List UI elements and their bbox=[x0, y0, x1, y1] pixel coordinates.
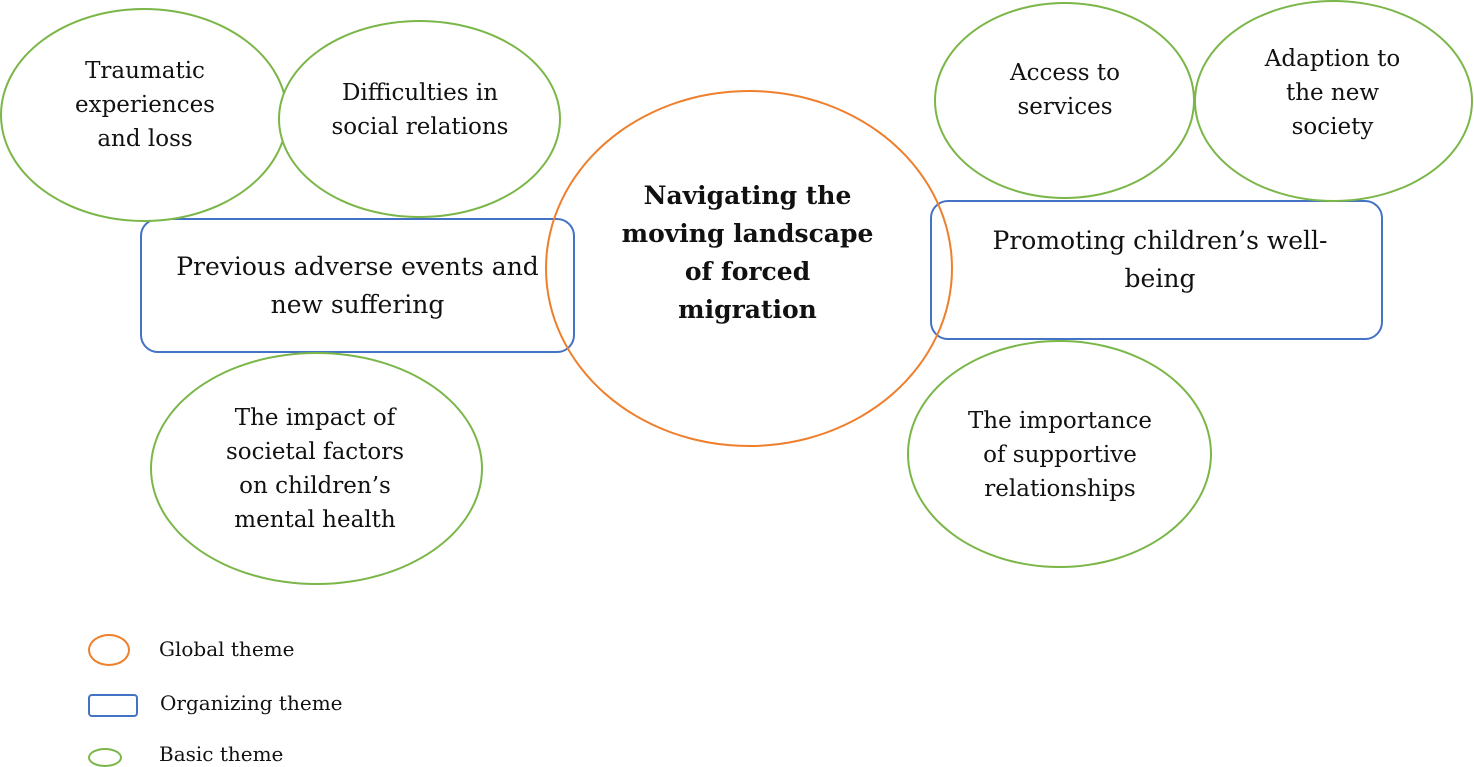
legend-organizing-label: Organizing theme bbox=[160, 691, 343, 715]
basic-theme-ellipse-supportive bbox=[907, 340, 1212, 568]
basic-theme-ellipse-traumatic bbox=[0, 8, 288, 222]
legend-global-label: Global theme bbox=[159, 637, 295, 661]
organizing-theme-box-promoting-wellbeing bbox=[930, 200, 1383, 340]
basic-theme-label-societal-factors: The impact of societal factors on childr… bbox=[225, 405, 405, 533]
global-theme-label: Navigating the moving landscape of force… bbox=[621, 180, 874, 324]
basic-theme-ellipse-difficulties bbox=[278, 20, 561, 218]
legend-organizing-swatch bbox=[88, 694, 138, 717]
legend-global-swatch bbox=[88, 634, 130, 666]
organizing-theme-label-promoting-wellbeing: Promoting children’s well-being bbox=[992, 226, 1328, 293]
organizing-theme-box-previous-adverse-events bbox=[140, 218, 575, 353]
basic-theme-label-supportive: The importance of supportive relationshi… bbox=[967, 408, 1153, 502]
legend-basic-swatch bbox=[88, 748, 122, 767]
basic-theme-label-traumatic: Traumatic experiences and loss bbox=[75, 58, 215, 152]
organizing-theme-label-previous-adverse-events: Previous adverse events and new sufferin… bbox=[176, 251, 539, 319]
basic-theme-label-difficulties: Difficulties in social relations bbox=[331, 80, 509, 140]
global-theme-circle bbox=[545, 90, 953, 447]
basic-theme-label-adaption: Adaption to the new society bbox=[1264, 45, 1401, 140]
basic-theme-ellipse-societal-factors bbox=[150, 352, 483, 585]
basic-theme-ellipse-adaption bbox=[1194, 0, 1473, 202]
basic-theme-label-access: Access to services bbox=[1010, 60, 1120, 120]
legend-basic-label: Basic theme bbox=[159, 742, 284, 766]
basic-theme-ellipse-access bbox=[934, 2, 1195, 199]
